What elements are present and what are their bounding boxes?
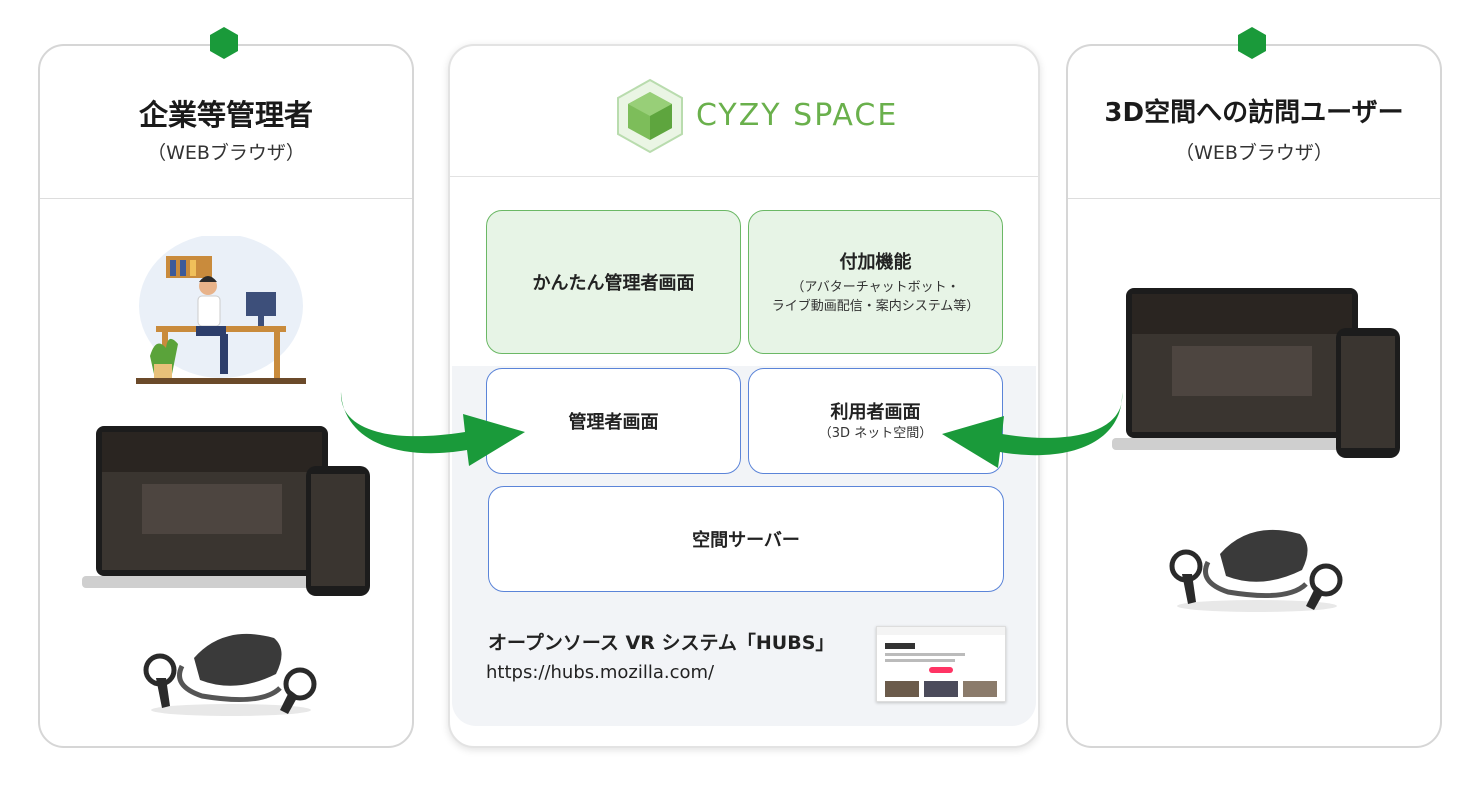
hubs-url[interactable]: https://hubs.mozilla.com/ [486,662,715,683]
cyzy-space-panel: CYZY SPACE かんたん管理者画面 付加機能 （アバターチャットボット・ … [448,44,1040,748]
admin-screen-label: 管理者画面 [568,412,659,433]
hubs-screenshot-thumbnail [876,626,1006,702]
addon-label: 付加機能 [839,251,912,273]
panel-subtitle: （WEBブラウザ） [1175,142,1333,164]
curved-arrow-right-icon [340,392,525,466]
addon-features-box: 付加機能 （アバターチャットボット・ ライブ動画配信・案内システム等） [748,210,1003,354]
hexagon-logo-icon [617,78,683,154]
addon-sub-line1: （アバターチャットボット・ [791,279,960,295]
space-server-box: 空間サーバー [488,486,1004,592]
user-screen-label: 利用者画面 [830,402,921,424]
hubs-title: オープンソース VR システム「HUBS」 [488,632,835,654]
panel-title: 企業等管理者 [138,98,313,132]
hexagon-badge-icon [1238,27,1266,59]
laptop-phone-illustration [1112,288,1400,458]
vr-headset-illustration [143,633,317,716]
easy-admin-box: かんたん管理者画面 [486,210,741,354]
hexagon-badge-icon [210,27,238,59]
vr-headset-illustration [1169,529,1343,612]
curved-arrow-left-icon [942,392,1123,468]
panel-subtitle: （WEBブラウザ） [147,142,305,164]
divider [1068,198,1440,199]
laptop-phone-illustration [82,426,370,596]
easy-admin-label: かんたん管理者画面 [532,273,695,294]
panel-title: 3D空間への訪問ユーザー [1104,98,1404,128]
addon-sub-line2: ライブ動画配信・案内システム等） [771,299,980,314]
admin-screen-box: 管理者画面 [486,368,741,474]
space-server-label: 空間サーバー [692,530,800,551]
office-worker-illustration [136,236,306,384]
logo-text: CYZY SPACE [696,98,899,133]
user-screen-box: 利用者画面 （3D ネット空間） [748,368,1003,474]
visitor-panel: 3D空間への訪問ユーザー （WEBブラウザ） [1066,27,1442,748]
user-screen-sub: （3D ネット空間） [818,426,933,442]
divider [40,198,412,199]
admin-panel: 企業等管理者 （WEBブラウザ） [38,27,414,748]
divider [450,176,1038,177]
